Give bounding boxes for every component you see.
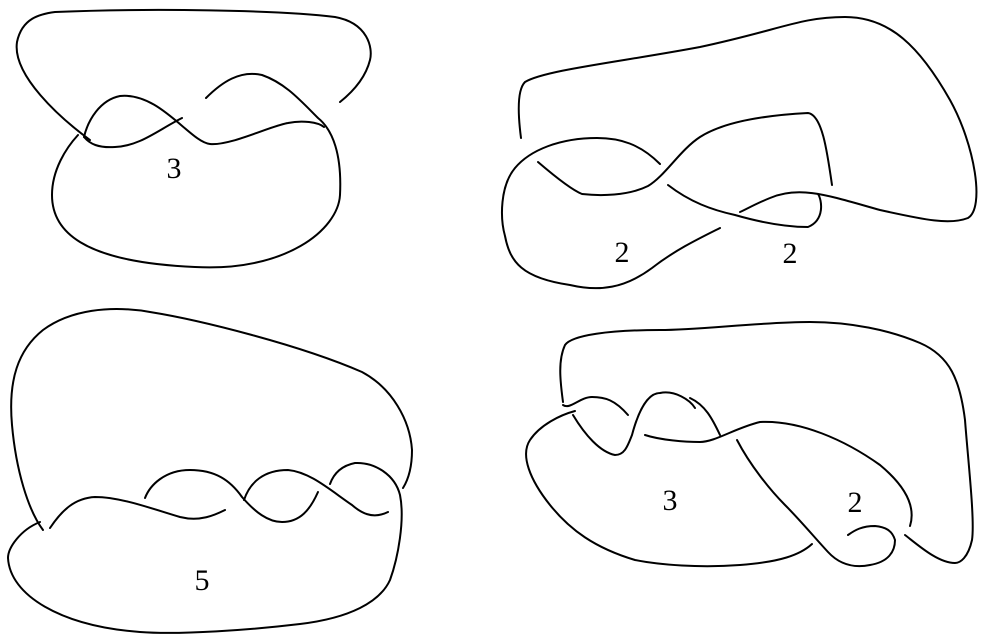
knot-strand — [562, 396, 629, 416]
twist-number-label: 2 — [615, 236, 630, 269]
twist-number-label: 2 — [783, 237, 798, 270]
knot-strand — [83, 94, 325, 146]
knot-strand — [559, 321, 974, 564]
knot-strand — [83, 117, 183, 149]
knot-strand — [501, 137, 721, 290]
knot-diagram-top-right: 2 2 — [501, 16, 978, 290]
knot-strand — [525, 410, 813, 568]
knot-diagram-top-left: 3 — [15, 8, 372, 269]
knot-strand — [517, 16, 978, 223]
knot-diagram-bottom-right: 3 2 — [525, 321, 974, 568]
knot-strand — [144, 469, 319, 523]
knot-strand — [15, 8, 372, 141]
knot-strand — [644, 420, 913, 527]
knot-strand — [572, 391, 696, 456]
knot-strand — [10, 308, 413, 531]
twist-number-label: 3 — [167, 152, 182, 185]
knot-strand — [736, 439, 896, 568]
knot-strand — [689, 397, 721, 436]
twist-number-label: 2 — [848, 486, 863, 519]
knot-strand — [667, 184, 823, 228]
knot-strand — [243, 469, 389, 517]
twist-number-label: 3 — [663, 484, 678, 517]
knot-diagram-bottom-left: 5 — [7, 308, 413, 634]
knot-strand — [7, 461, 403, 634]
twist-number-label: 5 — [195, 564, 210, 597]
knot-strand — [49, 496, 226, 529]
knot-strand — [537, 112, 833, 197]
knot-strand — [51, 72, 342, 269]
